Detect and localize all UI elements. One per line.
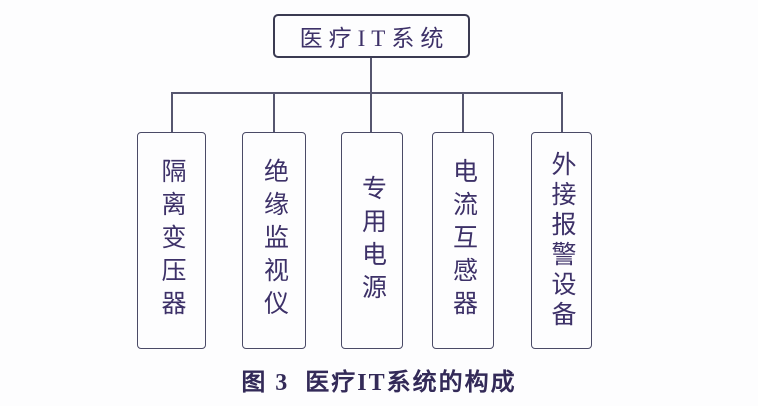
connector-drop-4	[462, 93, 464, 133]
node-isolation-transformer: 隔离变压器	[137, 132, 206, 349]
node-label-current-transformer: 电流互感器	[449, 158, 477, 323]
root-node-label: 医疗IT系统	[299, 26, 450, 51]
node-insulation-monitor: 绝缘监视仪	[242, 132, 306, 349]
connector-drop-2	[273, 93, 275, 133]
node-current-transformer: 电流互感器	[432, 132, 494, 349]
node-label-isolation-transformer: 隔离变压器	[158, 158, 185, 323]
figure-caption: 图 3 医疗IT系统的构成	[0, 362, 758, 397]
root-node-medical-it-system: 医疗IT系统	[273, 14, 470, 58]
connector-drop-1	[171, 93, 173, 133]
connector-drop-5	[561, 93, 563, 133]
connector-root-stem	[370, 58, 372, 92]
node-label-insulation-monitor: 绝缘监视仪	[260, 158, 288, 323]
node-external-alarm-equipment: 外接报警设备	[531, 132, 592, 349]
connector-horizontal-bar	[171, 92, 563, 94]
connector-drop-3	[370, 93, 372, 133]
figure-caption-text: 图 3 医疗IT系统的构成	[241, 370, 517, 396]
node-label-dedicated-power-supply: 专用电源	[358, 174, 386, 307]
node-dedicated-power-supply: 专用电源	[341, 132, 403, 349]
node-label-external-alarm-equipment: 外接报警设备	[548, 150, 575, 331]
